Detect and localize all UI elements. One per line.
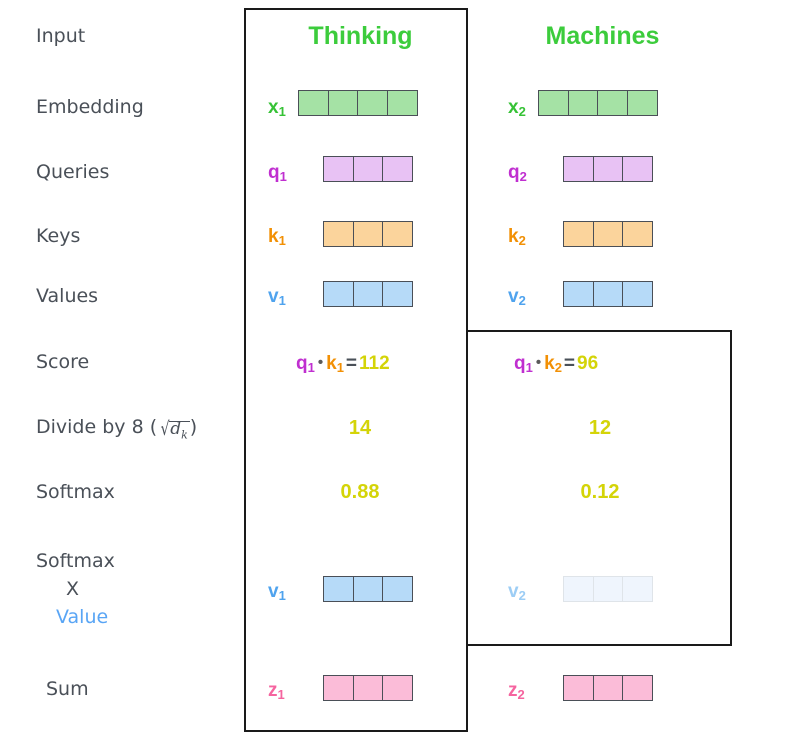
vector-cell xyxy=(323,156,354,182)
vector-cell xyxy=(352,281,384,307)
vector-label-q2: q2 xyxy=(508,162,527,184)
vector-cell xyxy=(563,281,594,307)
divide-close-paren: ) xyxy=(189,416,198,438)
softmax-value-thinking: 0.88 xyxy=(340,481,380,503)
row-label-embedding: Embedding xyxy=(36,96,144,118)
vector-label-x1: x1 xyxy=(268,97,286,119)
vector-cell xyxy=(298,90,329,116)
sqrt-dk-math: √dk xyxy=(160,418,190,442)
divide-value-thinking: 14 xyxy=(348,417,372,439)
vector-cell xyxy=(382,221,413,247)
vector-label-weighted-v1: v1 xyxy=(268,581,286,603)
vector-cell xyxy=(352,221,384,247)
radicand-sub-k: k xyxy=(181,428,188,442)
row-label-softmax-times-value: Softmax X Value xyxy=(36,547,226,631)
vector-cell xyxy=(382,576,413,602)
vector-cell xyxy=(592,281,624,307)
divide-text: Divide by 8 ( xyxy=(36,416,158,438)
vector-cell xyxy=(323,281,354,307)
vector-cell xyxy=(382,281,413,307)
vector-label-k1: k1 xyxy=(268,226,286,248)
radicand-d: d xyxy=(170,419,182,439)
vector-label-v1: v1 xyxy=(268,286,286,308)
vector-cell xyxy=(382,675,413,701)
vector-grid-k1 xyxy=(323,221,413,247)
vector-grid-v1 xyxy=(323,281,413,307)
vector-cell xyxy=(352,576,384,602)
row-label-queries: Queries xyxy=(36,161,110,183)
score-expression-machines: q1•k2=96 xyxy=(514,353,599,375)
row-label-score: Score xyxy=(36,351,90,373)
vector-cell xyxy=(622,675,653,701)
row-label-keys: Keys xyxy=(36,225,81,247)
column-heading-thinking: Thinking xyxy=(308,22,413,50)
vector-cell xyxy=(622,221,653,247)
vector-cell xyxy=(386,90,418,116)
vector-cell xyxy=(567,90,599,116)
vector-cell xyxy=(538,90,569,116)
row-label-softmax: Softmax xyxy=(36,481,115,503)
vector-label-v2: v2 xyxy=(508,286,526,308)
vector-cell xyxy=(352,156,384,182)
vector-cell xyxy=(352,675,384,701)
vector-grid-z2 xyxy=(563,675,653,701)
vector-grid-q1 xyxy=(323,156,413,182)
vector-cell xyxy=(592,675,624,701)
vector-grid-x1 xyxy=(298,90,418,116)
softmax-value-machines: 0.12 xyxy=(580,481,620,503)
vector-label-k2: k2 xyxy=(508,226,526,248)
vector-cell xyxy=(563,576,594,602)
row-label-values: Values xyxy=(36,285,99,307)
row-label-sum: Sum xyxy=(46,678,89,700)
vector-cell xyxy=(323,675,354,701)
vector-cell xyxy=(357,90,388,116)
vector-cell xyxy=(626,90,658,116)
vector-cell xyxy=(563,675,594,701)
vector-cell xyxy=(622,156,653,182)
column-heading-machines: Machines xyxy=(545,22,660,50)
vector-cell xyxy=(382,156,413,182)
vector-grid-v2 xyxy=(563,281,653,307)
softmax-x-value-line-1: Softmax xyxy=(36,550,115,572)
vector-cell xyxy=(323,576,354,602)
dot-product-operator: • xyxy=(317,354,324,371)
vector-cell xyxy=(563,156,594,182)
vector-cell xyxy=(327,90,359,116)
vector-grid-k2 xyxy=(563,221,653,247)
vector-cell xyxy=(622,281,653,307)
vector-label-q1: q1 xyxy=(268,162,287,184)
vector-cell xyxy=(597,90,628,116)
vector-grid-x2 xyxy=(538,90,658,116)
vector-grid-weighted-v2 xyxy=(563,576,653,602)
vector-label-weighted-v2: v2 xyxy=(508,581,526,603)
vector-grid-weighted-v1 xyxy=(323,576,413,602)
softmax-x-value-line-3: Value xyxy=(56,606,109,628)
row-label-divide-by-8: Divide by 8 (√dk) xyxy=(36,416,197,441)
vector-label-z2: z2 xyxy=(508,680,525,702)
divide-value-machines: 12 xyxy=(588,417,612,439)
dot-product-operator: • xyxy=(535,354,542,371)
vector-cell xyxy=(323,221,354,247)
vector-grid-q2 xyxy=(563,156,653,182)
vector-label-x2: x2 xyxy=(508,97,526,119)
vector-cell xyxy=(592,221,624,247)
vector-grid-z1 xyxy=(323,675,413,701)
vector-cell xyxy=(592,156,624,182)
vector-cell xyxy=(592,576,624,602)
row-label-input: Input xyxy=(36,25,86,47)
vector-cell xyxy=(622,576,653,602)
softmax-x-value-line-2: X xyxy=(66,578,80,600)
score-expression-thinking: q1•k1=112 xyxy=(296,353,390,375)
vector-cell xyxy=(563,221,594,247)
vector-label-z1: z1 xyxy=(268,680,285,702)
